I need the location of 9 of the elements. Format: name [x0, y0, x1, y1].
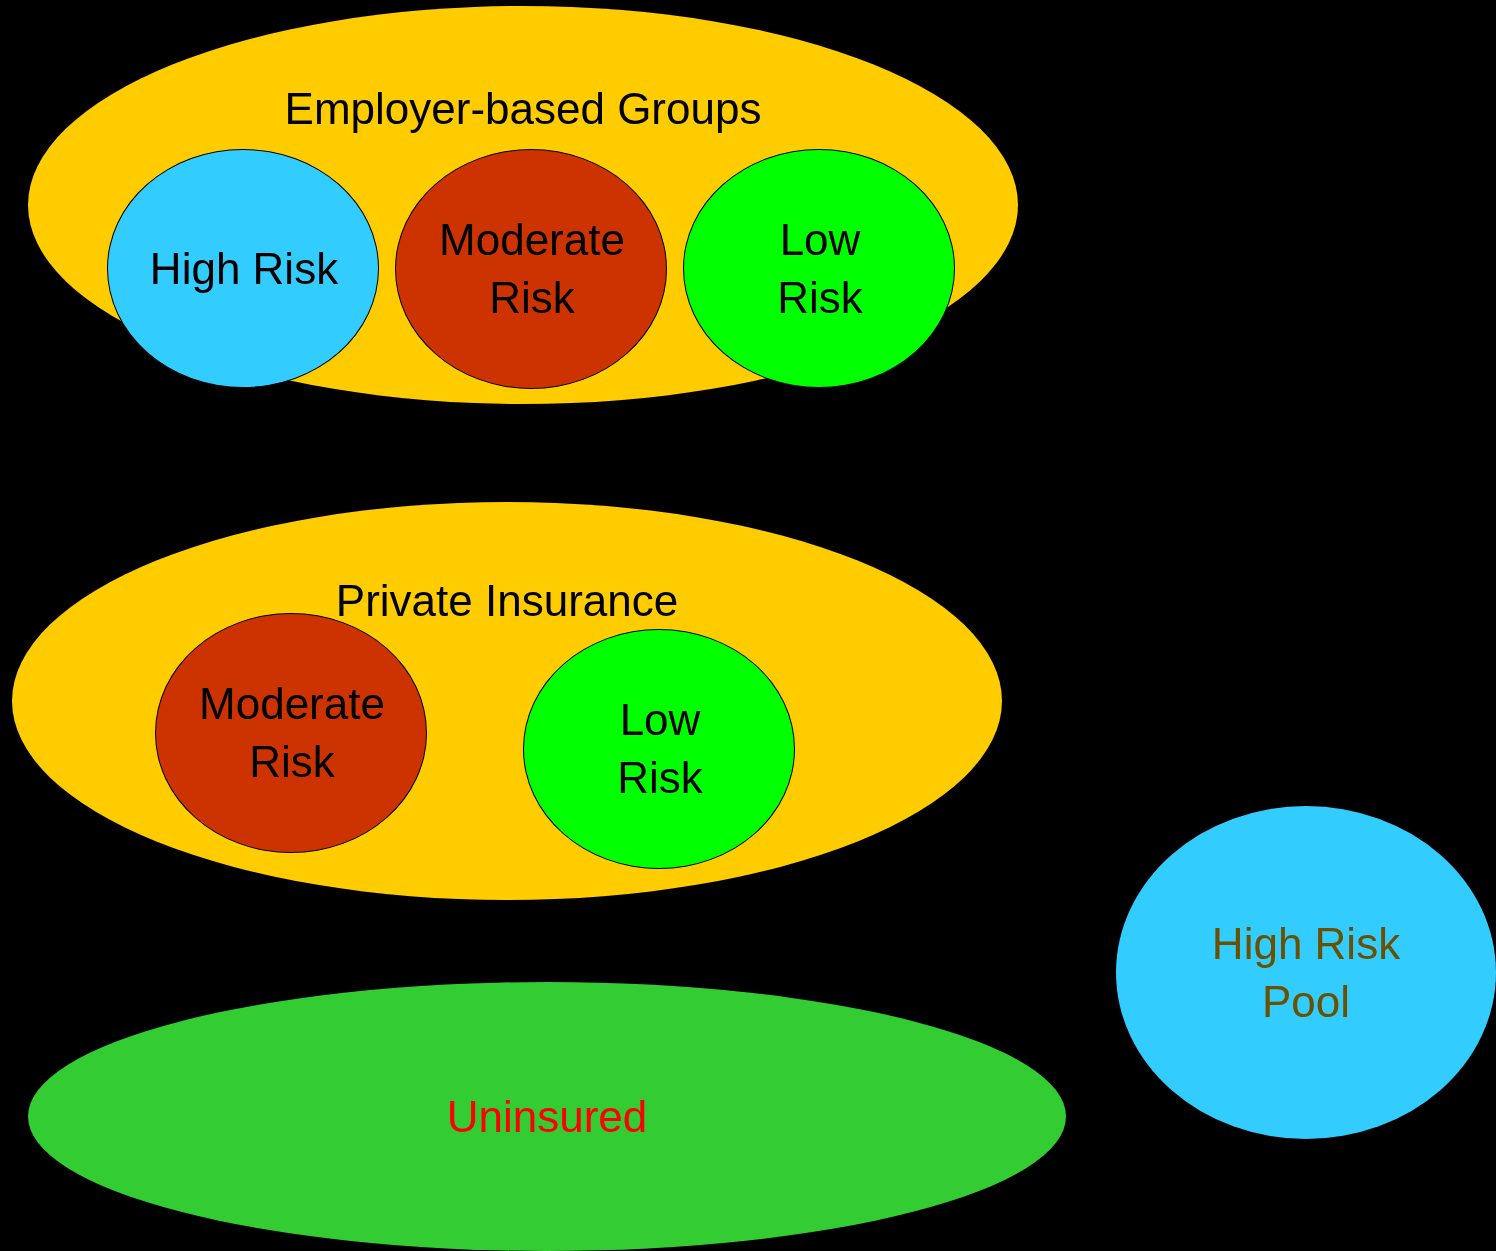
node-label: High Risk [148, 242, 340, 295]
node-label: Low Risk [616, 694, 704, 804]
node-label: Private Insurance [334, 575, 680, 627]
node-label: Employer-based Groups [283, 83, 763, 135]
node-label: Moderate Risk [198, 678, 386, 788]
node-label: Uninsured [445, 1090, 649, 1143]
node-label: Low Risk [776, 213, 864, 324]
node-label: Moderate Risk [438, 214, 626, 324]
node-label: High Risk Pool [1210, 917, 1402, 1028]
